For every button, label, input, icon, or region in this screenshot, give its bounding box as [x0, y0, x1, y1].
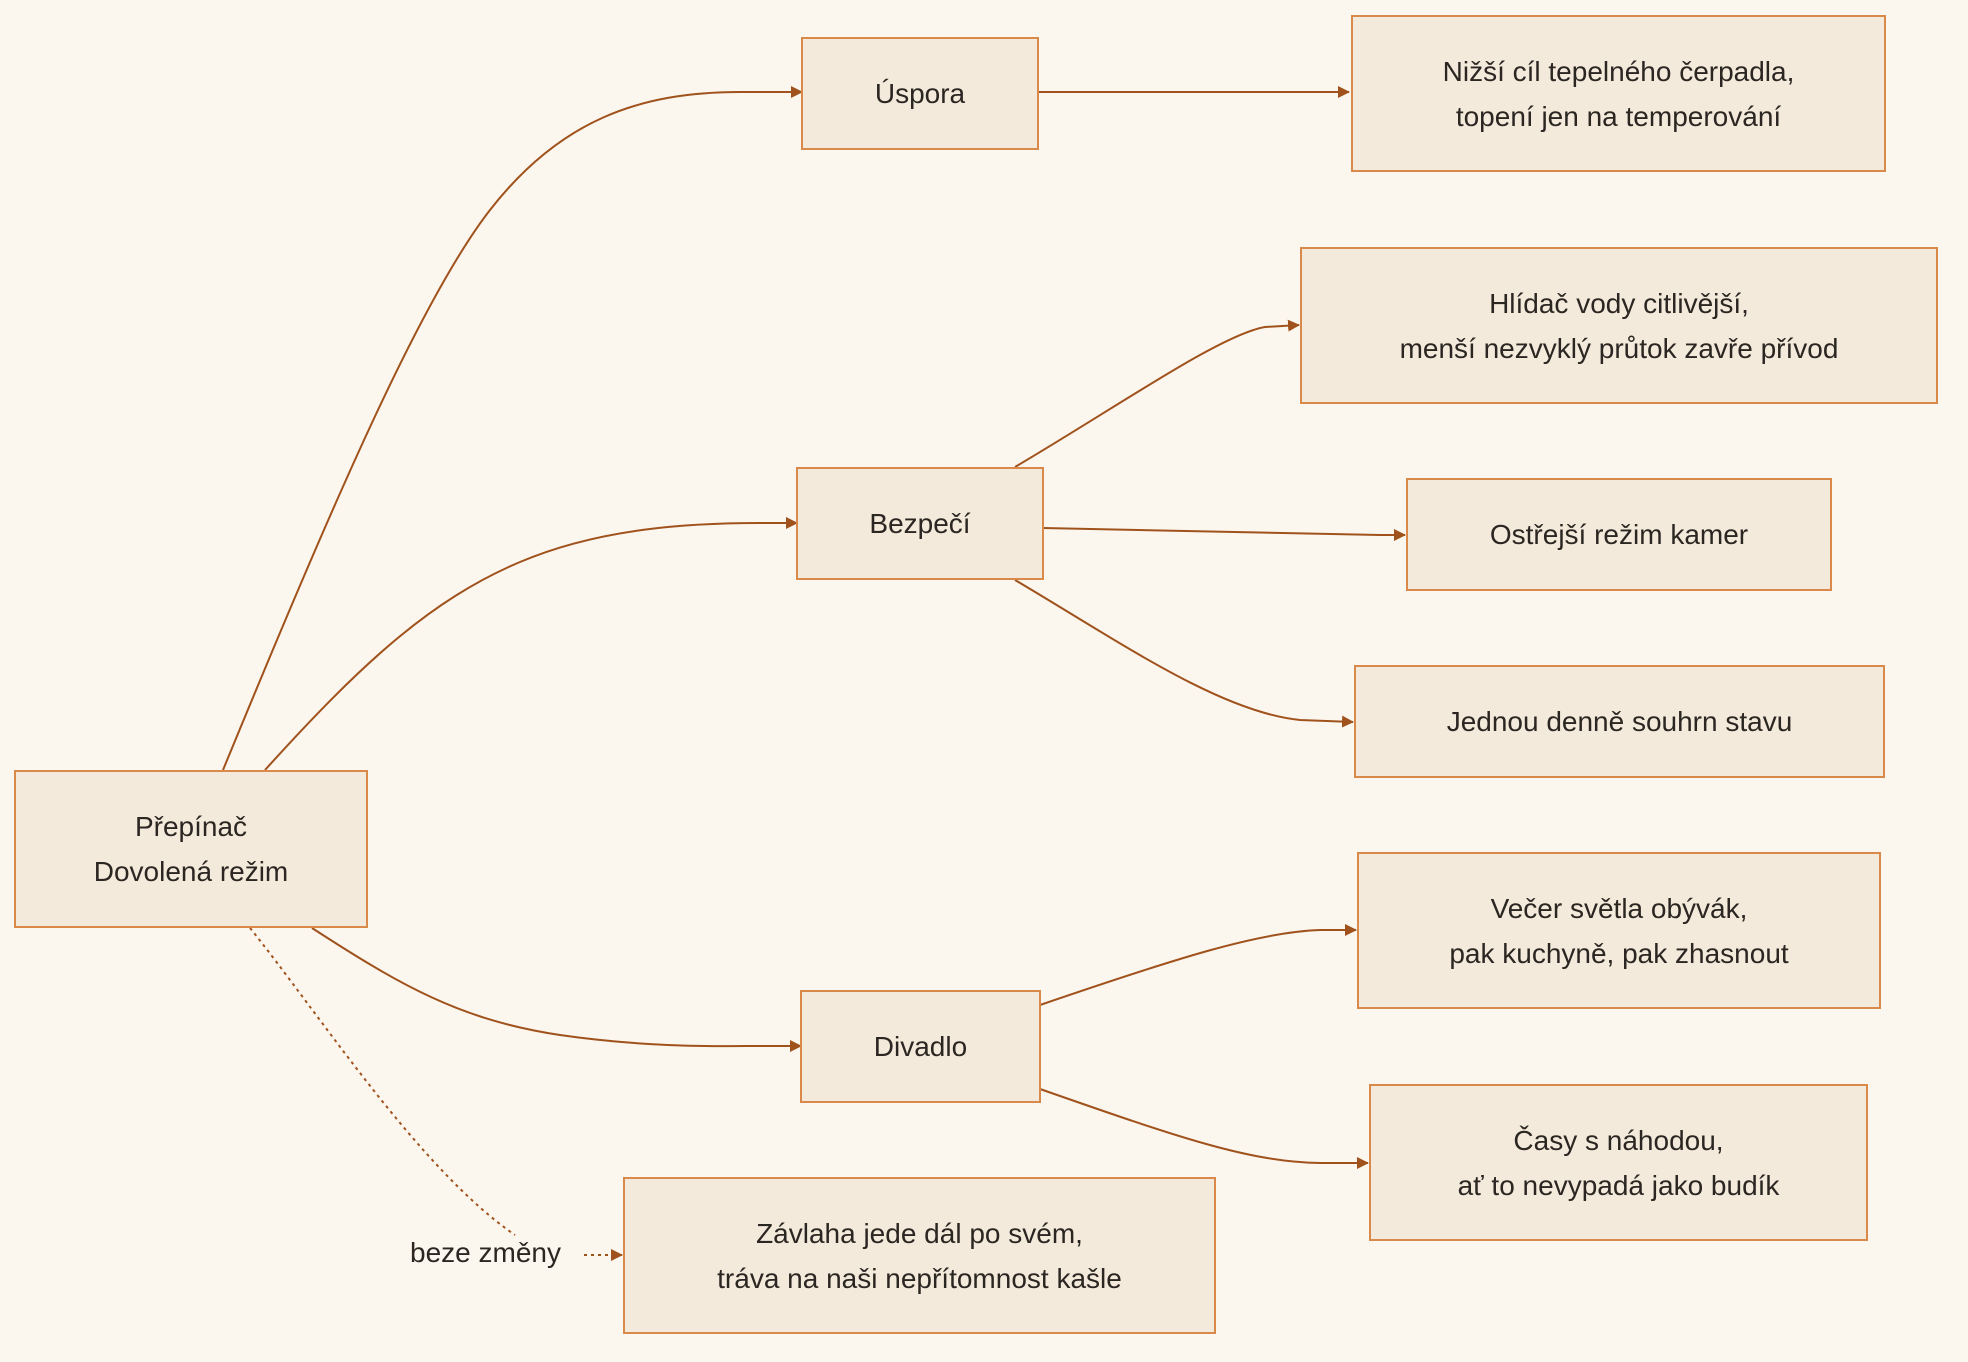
node-uspora-detail: Nižší cíl tepelného čerpadla, topení jen…: [1351, 15, 1886, 172]
edge-bezpeci-to-water: [1014, 319, 1300, 468]
node-bezpeci-label: Bezpečí: [869, 508, 971, 539]
node-bezpeci-water-line-1: Hlídač vody citlivější,: [1489, 287, 1749, 319]
node-uspora: Úspora: [801, 37, 1039, 150]
node-uspora-detail-line-2: topení jen na temperování: [1455, 100, 1782, 132]
node-vacation-switch: Přepínač Dovolená režim: [14, 770, 368, 928]
edge-divadlo-to-random: [1039, 1088, 1369, 1169]
node-bezpeci: Bezpečí: [796, 467, 1044, 580]
node-divadlo-random: Časy s náhodou, ať to nevypadá jako budí…: [1369, 1084, 1868, 1241]
node-vacation-switch-line-1: Přepínač: [134, 811, 248, 842]
node-divadlo-random-line-1: Časy s náhodou,: [1513, 1124, 1724, 1156]
edge-switch-to-bezpeci: [264, 517, 798, 771]
edge-bezpeci-to-cameras: [1042, 527, 1406, 541]
edge-divadlo-to-lights: [1039, 924, 1357, 1006]
node-bezpeci-summary: Jednou denně souhrn stavu: [1354, 665, 1885, 778]
node-divadlo: Divadlo: [800, 990, 1041, 1103]
node-divadlo-random-line-2: ať to nevypadá jako budík: [1457, 1169, 1780, 1201]
edge-bezpeci-to-summary: [1014, 579, 1354, 728]
node-zavlaha-line-1: Závlaha jede dál po svém,: [756, 1217, 1083, 1249]
node-zavlaha-line-2: tráva na naši nepřítomnost kašle: [717, 1262, 1122, 1294]
node-zavlaha: Závlaha jede dál po svém, tráva na naši …: [623, 1177, 1216, 1334]
node-divadlo-lights-line-2: pak kuchyně, pak zhasnout: [1449, 937, 1789, 969]
edge-label-unchanged: beze změny: [410, 1237, 561, 1269]
node-vacation-switch-line-2: Dovolená režim: [93, 856, 289, 887]
node-uspora-label: Úspora: [874, 78, 966, 109]
edge-switch-to-divadlo: [311, 927, 802, 1052]
node-bezpeci-cameras: Ostřejší režim kamer: [1406, 478, 1832, 591]
node-bezpeci-summary-label: Jednou denně souhrn stavu: [1446, 706, 1793, 737]
node-divadlo-lights: Večer světla obývák, pak kuchyně, pak zh…: [1357, 852, 1881, 1009]
edge-switch-to-zavlaha-dashed: [249, 927, 516, 1236]
edge-switch-to-uspora: [222, 86, 803, 771]
node-uspora-detail-line-1: Nižší cíl tepelného čerpadla,: [1442, 55, 1795, 87]
node-divadlo-lights-line-1: Večer světla obývák,: [1490, 892, 1748, 924]
node-bezpeci-cameras-label: Ostřejší režim kamer: [1489, 519, 1749, 550]
node-divadlo-label: Divadlo: [873, 1031, 968, 1062]
node-bezpeci-water: Hlídač vody citlivější, menší nezvyklý p…: [1300, 247, 1938, 404]
node-bezpeci-water-line-2: menší nezvyklý průtok zavře přívod: [1399, 332, 1839, 364]
